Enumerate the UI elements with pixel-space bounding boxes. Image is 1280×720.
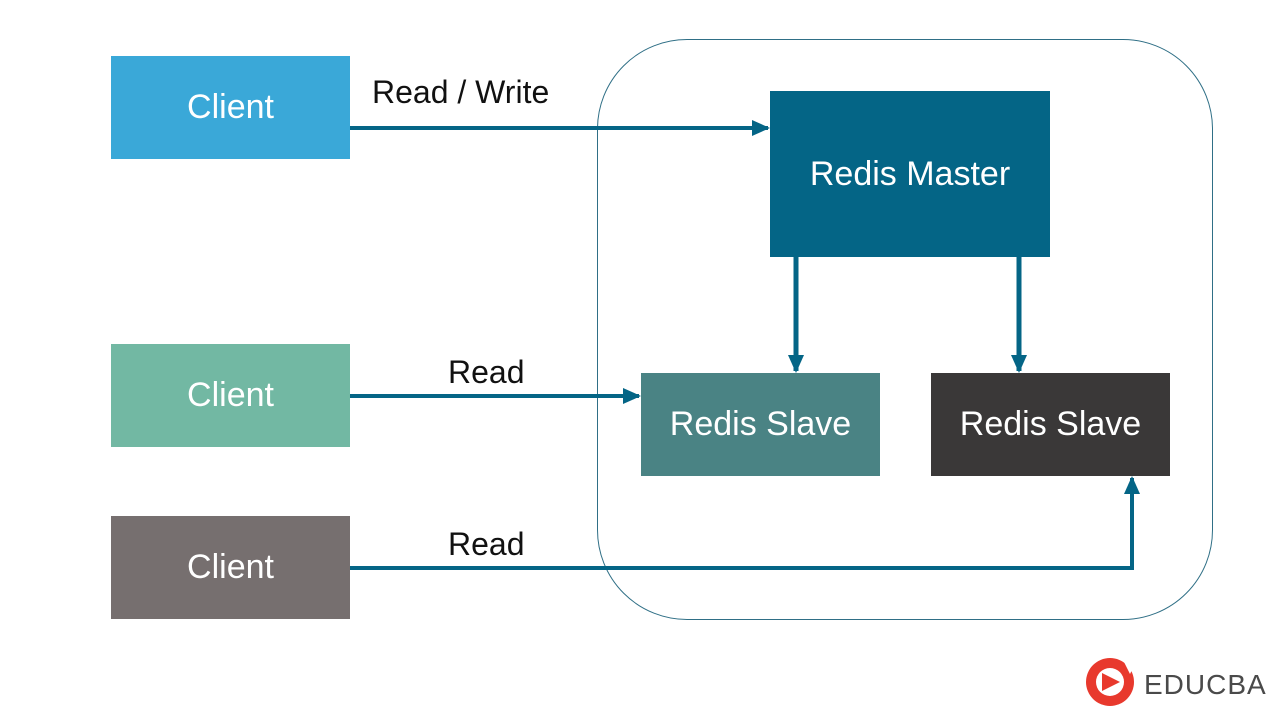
client-label: Client [187, 88, 274, 126]
redis-master-box: Redis Master [770, 91, 1050, 257]
educba-logo-icon [1084, 656, 1136, 713]
edge-label-read: Read [448, 526, 525, 562]
brand-name: EDUCBA [1144, 668, 1267, 700]
redis-slave-box-1: Redis Slave [641, 373, 880, 476]
client-label: Client [187, 376, 274, 414]
edge-label-read-write: Read / Write [372, 74, 550, 110]
redis-master-label: Redis Master [809, 154, 1011, 193]
client-box-3: Client [111, 516, 350, 619]
arrow-client3-to-slave2 [350, 476, 1140, 570]
client-box-2: Client [111, 344, 350, 447]
client-box-1: Client [111, 56, 350, 159]
redis-slave-label: Redis Slave [669, 405, 852, 443]
educba-brand: EDUCBA [1084, 656, 1267, 713]
redis-cluster-boundary [597, 39, 1213, 620]
edge-label-read: Read [448, 354, 525, 390]
redis-slave-box-2: Redis Slave [931, 373, 1170, 476]
client-label: Client [187, 548, 274, 586]
redis-slave-label: Redis Slave [959, 405, 1142, 443]
